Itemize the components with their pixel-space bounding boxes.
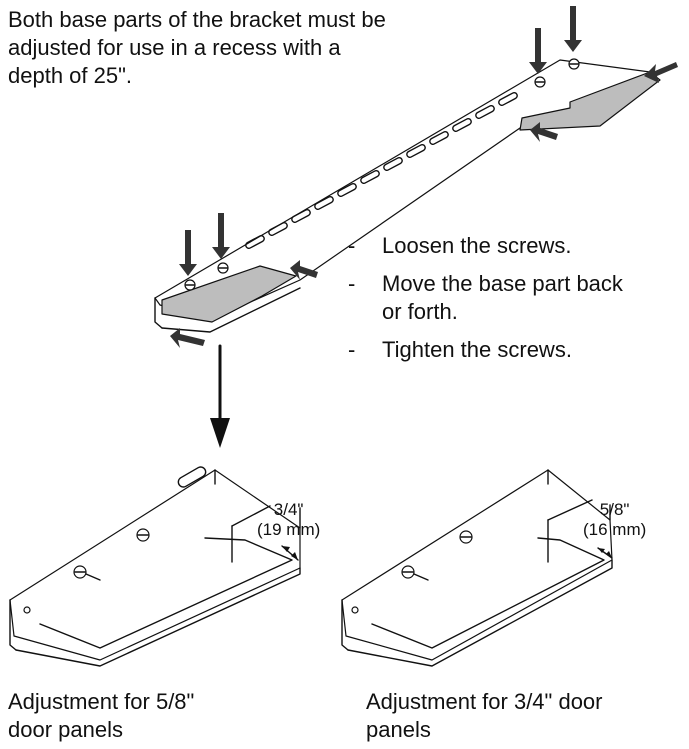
- step-text: Loosen the screws.: [382, 233, 572, 258]
- bracket-bar-edge: [154, 297, 163, 329]
- intro-line-2: adjusted for use in a recess with a: [8, 35, 341, 60]
- intro-line-3: depth of 25".: [8, 63, 133, 88]
- step-text: Tighten the screws.: [382, 337, 572, 362]
- detail-arrow-icon: [210, 344, 230, 448]
- move-arrow-icon: [170, 62, 678, 348]
- instruction-steps: - Loosen the screws. - Move the base par…: [348, 232, 623, 374]
- intro-text: Both base parts of the bracket must be a…: [8, 6, 386, 90]
- step-loosen: - Loosen the screws.: [348, 232, 623, 260]
- bracket-slots: [245, 92, 518, 249]
- step-dash: -: [348, 233, 356, 258]
- step-text: Move the base part back: [382, 271, 623, 296]
- detail-left-drawing: [9, 466, 301, 667]
- bracket-assembly: [154, 6, 678, 448]
- caption-left: Adjustment for 5/8" door panels: [8, 689, 195, 742]
- step-dash: -: [348, 337, 356, 362]
- dimension-label-left: 3/4" (19 mm): [257, 500, 321, 539]
- detail-right-drawing: [341, 469, 613, 667]
- intro-line-1: Both base parts of the bracket must be: [8, 7, 386, 32]
- step-text: or forth.: [382, 299, 458, 324]
- dimension-label-right: 5/8" (16 mm): [583, 500, 647, 539]
- press-arrow-icon: [179, 6, 582, 276]
- caption-right: Adjustment for 3/4" door panels: [366, 689, 603, 742]
- screw-icon: [184, 58, 580, 291]
- step-move: - Move the base part back or forth.: [348, 270, 623, 326]
- base-part-bottom: [161, 265, 297, 323]
- step-dash: -: [348, 271, 356, 296]
- step-tighten: - Tighten the screws.: [348, 336, 623, 364]
